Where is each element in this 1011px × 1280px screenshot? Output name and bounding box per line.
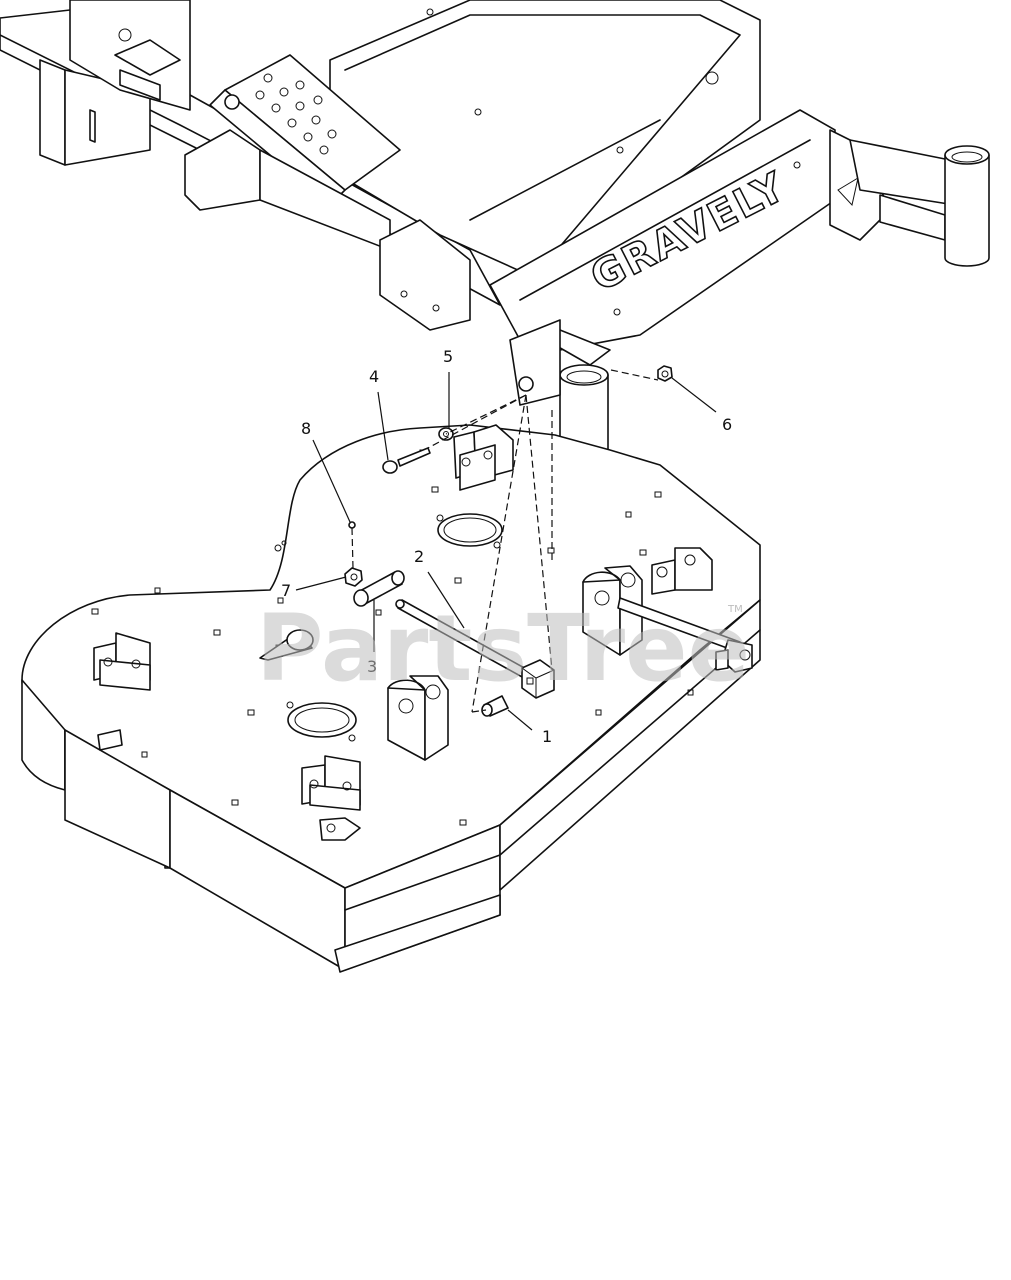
assembly-lines bbox=[351, 369, 659, 713]
watermark-text: PartsTree bbox=[256, 595, 750, 702]
part-pin bbox=[348, 521, 356, 529]
part-spacer bbox=[481, 695, 509, 717]
callout-4: 4 bbox=[369, 367, 379, 386]
callout-1: 1 bbox=[542, 727, 552, 746]
leader-lines bbox=[295, 372, 717, 731]
part-bushing bbox=[353, 570, 405, 607]
callout-5: 5 bbox=[443, 347, 453, 366]
watermark-trademark: TM bbox=[727, 604, 743, 615]
mower-deck bbox=[21, 424, 761, 973]
callout-2: 2 bbox=[414, 547, 424, 566]
callout-7: 7 bbox=[281, 581, 291, 600]
part-nut bbox=[657, 365, 673, 382]
part-rod bbox=[395, 599, 555, 699]
callout-3: 3 bbox=[367, 657, 377, 676]
lift-rod bbox=[617, 597, 753, 673]
watermark: PartsTree TM bbox=[256, 595, 750, 702]
deck-brackets bbox=[93, 424, 713, 841]
step-plate-holes bbox=[255, 73, 337, 155]
part-lock-nut bbox=[344, 567, 363, 587]
tractor-frame: GRAVELY bbox=[0, 0, 990, 490]
callouts: 1 2 3 4 5 6 7 8 bbox=[281, 347, 732, 746]
part-bolt bbox=[382, 447, 431, 474]
callout-6: 6 bbox=[722, 415, 732, 434]
callout-8: 8 bbox=[301, 419, 311, 438]
